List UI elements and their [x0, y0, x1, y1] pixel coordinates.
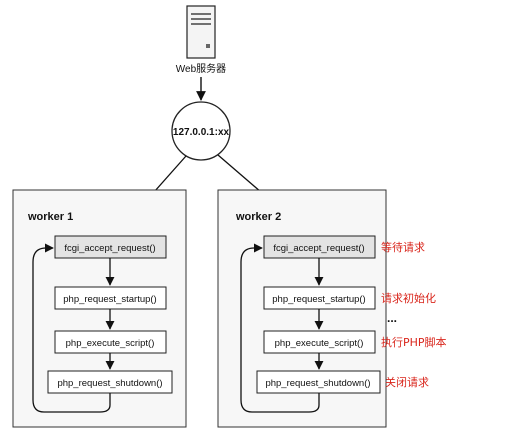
worker-2-step-startup-label: php_request_startup() — [272, 294, 365, 305]
worker-1-step-execute-label: php_execute_script() — [66, 338, 155, 349]
worker-1-step-startup-label: php_request_startup() — [63, 294, 156, 305]
listener-circle — [171, 101, 231, 161]
worker-1-loop-arrow — [32, 243, 111, 413]
worker-1-step-shutdown-label: php_request_shutdown() — [57, 378, 162, 389]
worker-2-title: worker 2 — [235, 211, 281, 223]
annotation-wait-request: 等待请求 — [381, 240, 425, 254]
server-label: Web服务器 — [176, 62, 226, 75]
worker-1-title: worker 1 — [27, 211, 73, 223]
worker-1-panel: worker 1 fcgi_accept_request() php_reque… — [12, 189, 187, 428]
worker-1-step-accept-label: fcgi_accept_request() — [64, 243, 155, 254]
worker-2-panel: worker 2 fcgi_accept_request() php_reque… — [217, 189, 387, 428]
annotation-execute-script: 执行PHP脚本 — [381, 335, 447, 349]
worker-2-loop-arrow — [240, 243, 320, 413]
annotation-request-init: 请求初始化 — [381, 291, 436, 305]
ellipsis: ... — [387, 311, 397, 325]
listener-label: 127.0.0.1:xx — [173, 127, 230, 138]
annotation-close-request: 关闭请求 — [385, 375, 429, 389]
worker-2-step-shutdown-label: php_request_shutdown() — [265, 378, 370, 389]
worker-2-step-accept-label: fcgi_accept_request() — [273, 243, 364, 254]
worker-2-step-execute-label: php_execute_script() — [275, 338, 364, 349]
server-icon — [186, 5, 216, 59]
